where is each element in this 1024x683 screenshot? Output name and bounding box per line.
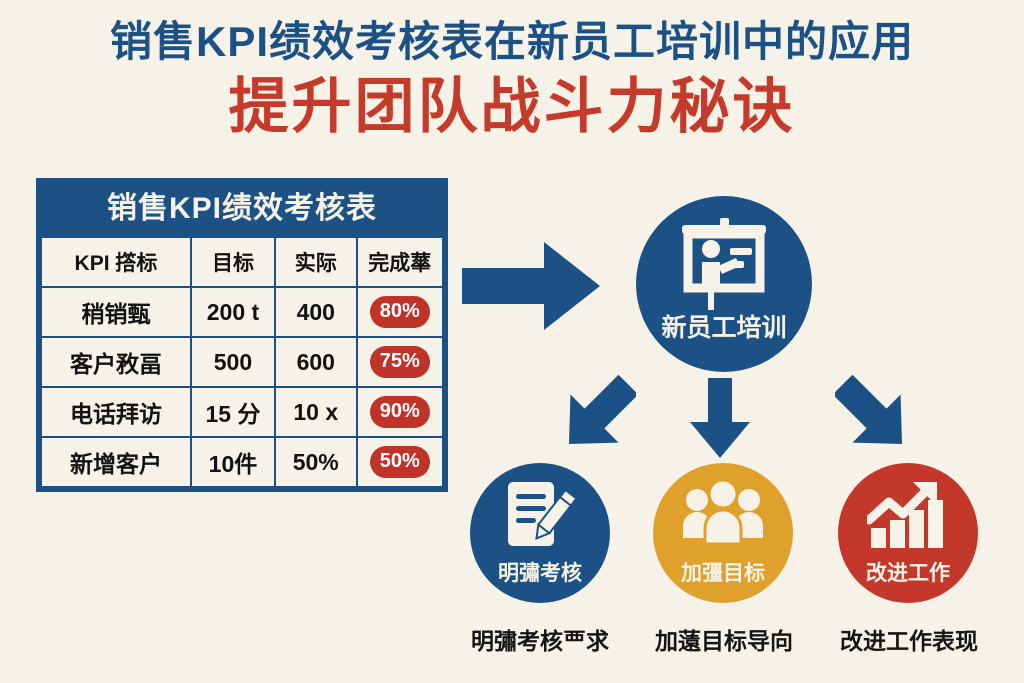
arrow-down-right-icon xyxy=(835,374,902,444)
cell-rate: 80% xyxy=(357,288,442,336)
table-row: 稍销甄 200 t 400 80% xyxy=(42,288,442,336)
table-row: 电话拜访 15 分 10 x 90% xyxy=(42,388,442,436)
cell-actual: 10 x xyxy=(275,388,356,436)
page-subtitle: 提升团队战斗力秘诀 xyxy=(228,73,796,141)
status-badge: 75% xyxy=(369,346,430,378)
cell-metric: 稍销甄 xyxy=(42,288,190,336)
bar-chart-rising-arrow-icon xyxy=(867,482,943,548)
table-header-row: KPI 撘标 目标 实际 完成蕐 xyxy=(42,238,442,286)
cell-metric: 新增客户 xyxy=(42,438,190,486)
presentation-board-instructor-icon xyxy=(682,218,766,310)
document-pencil-icon xyxy=(508,482,576,546)
col-header-target: 目标 xyxy=(191,238,274,286)
cell-target: 500 xyxy=(191,338,274,386)
arrow-down-icon xyxy=(690,378,750,458)
node-label-training: 新员工培训 xyxy=(661,314,787,342)
cell-target: 15 分 xyxy=(191,388,274,436)
caption-clear-assessment: 明彇考核覀求 xyxy=(471,628,609,654)
cell-target: 10件 xyxy=(191,438,274,486)
cell-rate: 75% xyxy=(357,338,442,386)
status-badge: 80% xyxy=(369,296,430,328)
cell-rate: 90% xyxy=(357,388,442,436)
node-clear-assessment: 明彇考核 xyxy=(470,463,610,603)
arrow-down-left-icon xyxy=(569,374,636,444)
col-header-actual: 实际 xyxy=(275,238,356,286)
kpi-table: KPI 撘标 目标 实际 完成蕐 稍销甄 200 t 400 80% 客户敄畐 xyxy=(40,236,444,488)
kpi-table-caption: 销售KPI绩效考核表 xyxy=(40,182,444,236)
kpi-table-panel: 销售KPI绩效考核表 KPI 撘标 目标 实际 完成蕐 稍销甄 200 t 40… xyxy=(36,178,448,492)
node-label-assessment: 明彇考核 xyxy=(498,562,582,585)
table-row: 客户敄畐 500 600 75% xyxy=(42,338,442,386)
node-improve-work: 改进工作 xyxy=(838,463,978,603)
cell-actual: 600 xyxy=(275,338,356,386)
cell-actual: 50% xyxy=(275,438,356,486)
people-group-icon xyxy=(683,480,763,546)
table-row: 新增客户 10件 50% 50% xyxy=(42,438,442,486)
node-new-employee-training: 新员工培训 xyxy=(636,196,812,372)
col-header-metric: KPI 撘标 xyxy=(42,238,190,286)
node-label-goal: 加彊目标 xyxy=(681,562,765,585)
node-strengthen-goal: 加彊目标 xyxy=(653,463,793,603)
cell-target: 200 t xyxy=(191,288,274,336)
col-header-rate: 完成蕐 xyxy=(357,238,442,286)
cell-rate: 50% xyxy=(357,438,442,486)
cell-metric: 客户敄畐 xyxy=(42,338,190,386)
status-badge: 50% xyxy=(369,446,430,478)
status-badge: 90% xyxy=(369,396,430,428)
title-block: 销售KPI绩效考核表在新员工培训中的应用 提升团队战斗力秘诀 xyxy=(0,18,1024,140)
cell-actual: 400 xyxy=(275,288,356,336)
cell-metric: 电话拜访 xyxy=(42,388,190,436)
arrow-right-icon xyxy=(462,242,600,330)
node-label-improve: 改进工作 xyxy=(866,562,950,585)
page-title: 销售KPI绩效考核表在新员工培训中的应用 xyxy=(109,18,914,65)
caption-strengthen-goal: 加薳目标导向 xyxy=(655,628,793,654)
caption-improve-work: 改进工作表现 xyxy=(840,628,978,654)
